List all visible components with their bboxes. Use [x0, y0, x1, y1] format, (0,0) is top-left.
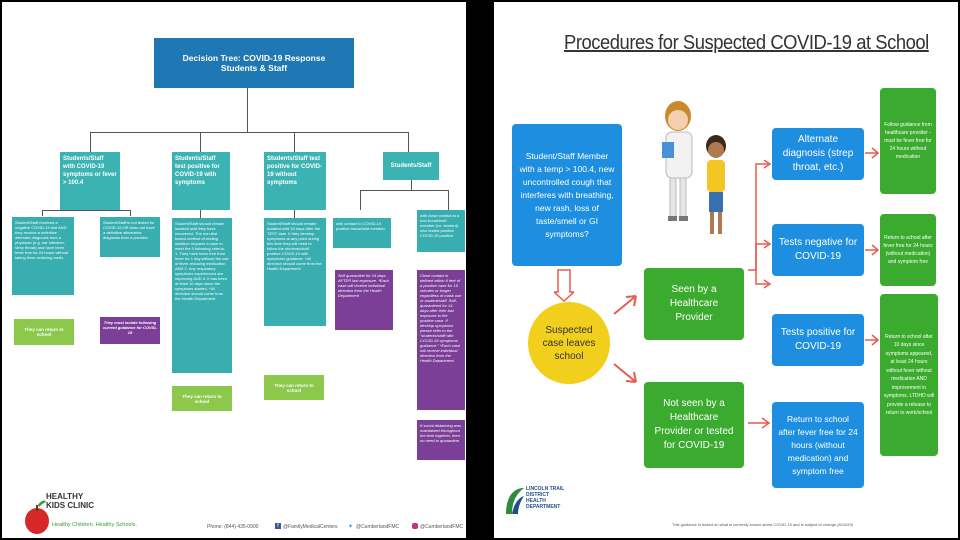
b2-return-action: They can return to school [172, 386, 232, 411]
b4-nonhousehold-action: Close contact is defined within 6 feet o… [417, 270, 465, 410]
instagram-handle[interactable]: @CumberlandFMC [420, 524, 464, 530]
b1-return-action: They can return to school [14, 319, 74, 345]
instagram-icon [412, 523, 418, 529]
nurse-illustration [658, 98, 702, 228]
b4-nonhousehold-detail: with close contact to a non-household me… [417, 210, 465, 252]
facebook-handle[interactable]: @FamilyMedicalCenters [283, 524, 338, 530]
footnote: This guidance is based on what is curren… [672, 522, 854, 527]
return-to-school-box: Return to school after fever free for 24… [772, 402, 864, 488]
b4-household-action: Self quarantine for 14 days AFTER last e… [335, 270, 393, 330]
alternate-diagnosis-box: Alternate diagnosis (strep throat, etc.) [772, 128, 864, 180]
decision-tree-title: Decision Tree: COVID-19 Response Student… [154, 38, 354, 88]
b3-isolation-detail: Student/Staff should remain isolated unt… [264, 218, 326, 326]
b1-not-tested-detail: Student/Staff is not tested for COVID-19… [100, 217, 160, 257]
arrow-right-icon [748, 417, 771, 429]
suspected-case-circle: Suspected case leaves school [528, 302, 610, 384]
apple-logo-icon [24, 497, 50, 535]
branch-positive-no-symptoms-header: Students/Staff test positive for COVID-1… [264, 152, 326, 210]
b1-negative-detail: Student/Staff received a negative COVID-… [12, 217, 74, 295]
decision-tree-panel: Decision Tree: COVID-19 Response Student… [2, 2, 466, 538]
health-department-name: LINCOLN TRAIL DISTRICT HEALTH DEPARTMENT [526, 486, 565, 510]
phone-number: Phone: (844) 435-0900 [207, 524, 259, 530]
seen-by-provider-box: Seen by a Healthcare Provider [644, 268, 744, 340]
b4-distancing-note: If social distancing was maintained thro… [417, 420, 465, 460]
procedures-title: Procedures for Suspected COVID-19 at Sch… [564, 32, 929, 54]
branch-arrows-icon [748, 160, 772, 289]
down-arrow-icon [554, 269, 574, 302]
health-department-logo-icon [504, 486, 526, 516]
guidance-alt-diagnosis: Follow guidance from healthcare provider… [880, 88, 936, 194]
procedures-panel: Procedures for Suspected COVID-19 at Sch… [494, 2, 958, 538]
guidance-negative: Return to school after fever free for 24… [880, 214, 936, 286]
tests-positive-box: Tests positive for COVID-19 [772, 314, 864, 366]
arrow-up-right-icon [613, 295, 637, 315]
branch-positive-symptoms-header: Students/Staff test positive for COVID-1… [172, 152, 230, 210]
twitter-handle[interactable]: @CumberlandFMC [356, 524, 400, 530]
child-illustration [702, 134, 730, 240]
branch-symptoms-header: Students/Staff with COVID-19 symptoms or… [60, 152, 120, 210]
not-seen-box: Not seen by a Healthcare Provider or tes… [644, 382, 744, 468]
facebook-icon: f [275, 523, 281, 529]
tests-negative-box: Tests negative for COVID-19 [772, 224, 864, 276]
clinic-tagline: Healthy Children. Healthy Schools. [52, 522, 137, 528]
b1-isolate-action: They must isolate following current guid… [100, 317, 160, 344]
student-symptoms-box: Student/Staff Member with a temp > 100.4… [512, 124, 622, 266]
guidance-positive: Return to school after 10 days since sym… [880, 294, 938, 456]
arrow-right-icon [865, 244, 880, 256]
b4-household-detail: with contact to COVID-19 positive househ… [333, 218, 391, 248]
arrow-right-icon [865, 147, 880, 159]
twitter-icon: ✦ [348, 524, 354, 530]
b3-return-action: They can return to school [264, 375, 324, 400]
branch-contact-header: Students/Staff [383, 152, 439, 180]
b2-isolation-detail: Student/Staff should remain isolated unt… [172, 218, 232, 373]
arrow-down-right-icon [613, 363, 637, 383]
arrow-right-icon [865, 334, 880, 346]
clinic-logo-text: HEALTHY KIDS CLINIC [46, 492, 94, 510]
